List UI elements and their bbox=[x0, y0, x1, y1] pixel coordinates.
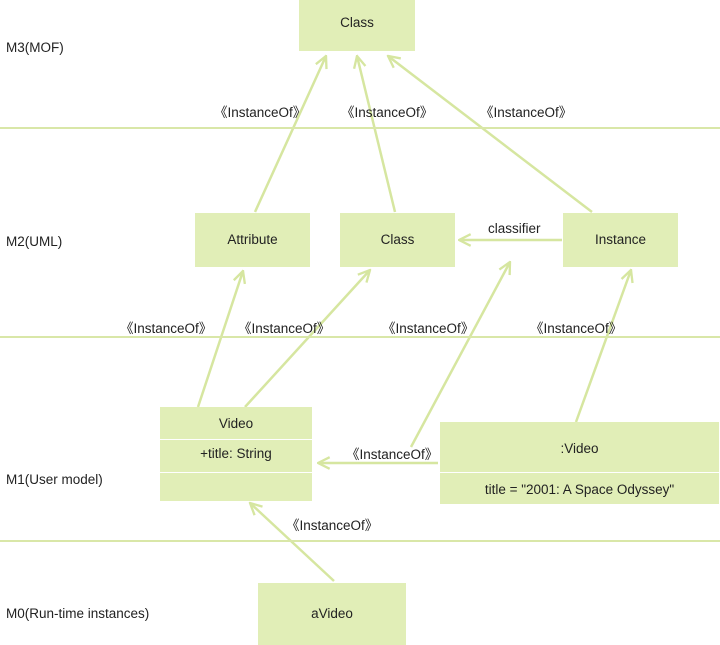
layer-label-m2: M2(UML) bbox=[6, 234, 63, 249]
instanceof-label-avideo: 《InstanceOf》 bbox=[286, 518, 379, 533]
instanceof-label-video-instance: 《InstanceOf》 bbox=[346, 447, 439, 462]
instanceof-label-uml-class-mof: 《InstanceOf》 bbox=[341, 105, 434, 120]
video-class-divider-1 bbox=[160, 439, 312, 440]
mof-class-label: Class bbox=[340, 15, 374, 30]
arrow-instance-to-mof-class bbox=[388, 56, 593, 213]
video-class-divider-2 bbox=[160, 472, 312, 473]
video-class-title: Video bbox=[218, 416, 254, 431]
arrow-uml-class-to-mof-class bbox=[357, 56, 397, 213]
attribute-box: Attribute bbox=[195, 213, 310, 267]
uml-class-label: Class bbox=[380, 232, 415, 247]
arrow-video-instance-to-instance bbox=[574, 270, 631, 423]
instanceof-label-instance-mof: 《InstanceOf》 bbox=[480, 105, 573, 120]
layer-label-m1: M1(User model) bbox=[6, 472, 103, 487]
arrow-attribute-to-mof-class bbox=[253, 56, 326, 213]
avideo-box: aVideo bbox=[258, 583, 406, 645]
video-instance-title: :Video bbox=[560, 441, 599, 456]
video-instance-divider bbox=[440, 472, 719, 473]
instanceof-label-attribute-mof: 《InstanceOf》 bbox=[214, 105, 307, 120]
arrow-avideo-to-video bbox=[250, 503, 335, 582]
video-class-attribute: +title: String bbox=[200, 446, 272, 461]
video-class-box: Video +title: String bbox=[160, 407, 312, 501]
separator-m3-m2 bbox=[0, 127, 720, 129]
instance-label: Instance bbox=[594, 232, 647, 247]
classifier-label: classifier bbox=[488, 221, 541, 236]
separator-m1-m0 bbox=[0, 540, 720, 542]
instance-box: Instance bbox=[563, 213, 678, 267]
video-instance-slot: title = "2001: A Space Odyssey" bbox=[484, 482, 675, 497]
layer-label-m3: M3(MOF) bbox=[6, 40, 64, 55]
attribute-label: Attribute bbox=[227, 232, 278, 247]
arrow-video-instance-to-classifier bbox=[409, 262, 510, 448]
video-instance-box: :Video title = "2001: A Space Odyssey" bbox=[440, 422, 719, 504]
avideo-label: aVideo bbox=[311, 606, 353, 621]
arrow-video-to-attribute bbox=[196, 271, 243, 408]
mof-class-box: Class bbox=[299, 0, 415, 51]
layer-label-m0: M0(Run-time instances) bbox=[6, 606, 150, 621]
instanceof-label-instance: 《InstanceOf》 bbox=[530, 321, 623, 336]
instanceof-label-video-uml-class: 《InstanceOf》 bbox=[238, 321, 331, 336]
separator-m2-m1 bbox=[0, 336, 720, 338]
instanceof-label-classifier: 《InstanceOf》 bbox=[382, 321, 475, 336]
instanceof-label-video-attribute: 《InstanceOf》 bbox=[120, 321, 213, 336]
uml-class-box: Class bbox=[340, 213, 455, 267]
arrow-video-to-uml-class bbox=[244, 270, 370, 408]
